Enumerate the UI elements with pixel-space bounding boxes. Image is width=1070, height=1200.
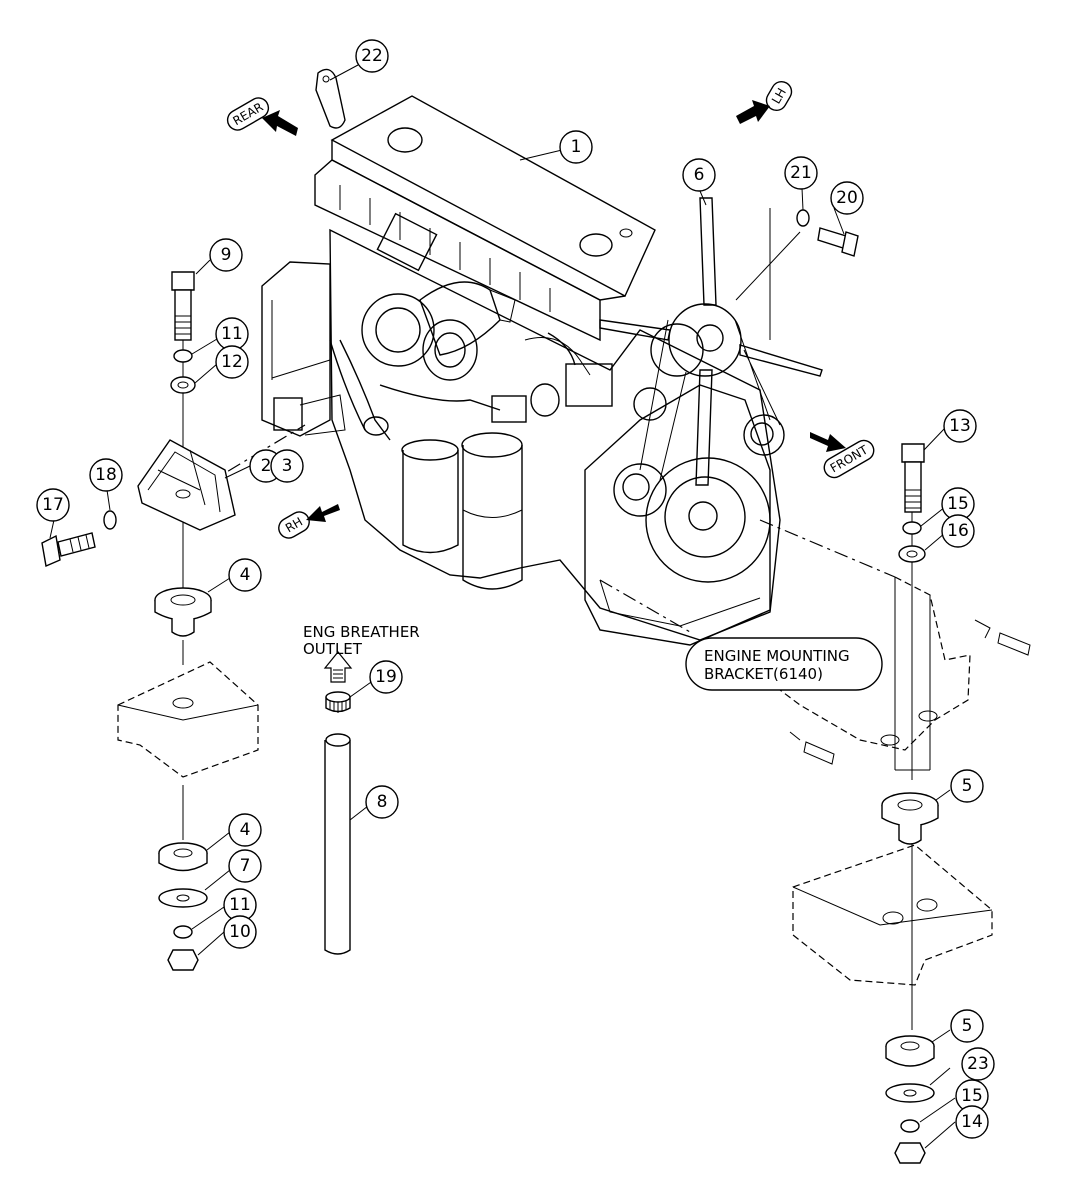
callout-15-lower: 15 xyxy=(955,1079,989,1113)
callout-8: 8 xyxy=(365,785,399,819)
callout-12: 12 xyxy=(215,345,249,379)
breather-label-line1: ENG BREATHER xyxy=(303,623,420,641)
svg-text:11: 11 xyxy=(229,895,251,915)
arrow-lh-icon xyxy=(736,100,770,124)
svg-text:3: 3 xyxy=(282,456,293,476)
svg-text:16: 16 xyxy=(947,521,969,541)
svg-text:REAR: REAR xyxy=(230,100,265,128)
bracket-leader-line-2 xyxy=(599,579,691,633)
left-mount-stack xyxy=(41,271,236,971)
svg-text:4: 4 xyxy=(240,565,251,585)
svg-text:20: 20 xyxy=(836,188,858,208)
direction-lh: LH xyxy=(736,80,793,124)
svg-text:5: 5 xyxy=(962,776,973,796)
callout-21: 21 xyxy=(784,156,818,190)
bracket-label-line2: BRACKET(6140) xyxy=(704,665,823,683)
left-mount-pad-outline xyxy=(117,661,259,778)
svg-text:7: 7 xyxy=(240,856,251,876)
callout-19: 19 xyxy=(369,660,403,694)
svg-text:21: 21 xyxy=(790,163,812,183)
callout-7: 7 xyxy=(228,849,262,883)
arrow-rear-icon xyxy=(262,110,298,136)
svg-text:4: 4 xyxy=(240,820,251,840)
callout-22: 22 xyxy=(355,39,389,73)
bracket-leader-line xyxy=(759,519,896,578)
breather-label: ENG BREATHER OUTLET xyxy=(303,623,420,658)
breather-assembly xyxy=(323,651,353,955)
callout-3: 3 xyxy=(270,449,304,483)
callouts: 22 1 6 21 20 9 11 12 2 3 18 17 4 13 15 1… xyxy=(36,39,995,1139)
svg-text:6: 6 xyxy=(694,165,705,185)
callout-5-upper: 5 xyxy=(950,769,984,803)
callout-23: 23 xyxy=(961,1047,995,1081)
arrow-rh-icon xyxy=(306,504,340,522)
svg-text:1: 1 xyxy=(571,137,582,157)
callout-20: 20 xyxy=(830,181,864,215)
bracket-label: ENGINE MOUNTING BRACKET(6140) xyxy=(685,637,883,691)
callout-14: 14 xyxy=(955,1105,989,1139)
breather-label-line2: OUTLET xyxy=(303,640,363,658)
bracket-label-line1: ENGINE MOUNTING xyxy=(704,647,850,665)
svg-text:5: 5 xyxy=(962,1016,973,1036)
leader-lines xyxy=(49,64,956,1149)
direction-rear: REAR xyxy=(226,97,298,136)
svg-text:22: 22 xyxy=(361,46,383,66)
direction-front: FRONT xyxy=(810,432,875,479)
svg-text:15: 15 xyxy=(961,1086,983,1106)
svg-text:23: 23 xyxy=(967,1054,989,1074)
right-mount-stack xyxy=(881,443,939,1164)
small-top-parts xyxy=(315,68,859,257)
svg-text:2: 2 xyxy=(261,456,272,476)
callout-18: 18 xyxy=(89,458,123,492)
svg-text:14: 14 xyxy=(961,1112,983,1132)
breather-outlet-arrow xyxy=(323,651,353,683)
svg-text:11: 11 xyxy=(221,324,243,344)
svg-text:LH: LH xyxy=(769,86,789,107)
direction-rh: RH xyxy=(278,504,340,539)
svg-text:10: 10 xyxy=(229,922,251,942)
svg-text:13: 13 xyxy=(949,416,971,436)
callout-11-upper: 11 xyxy=(215,317,249,351)
callout-4-lower: 4 xyxy=(228,813,262,847)
svg-text:9: 9 xyxy=(221,245,232,265)
right-mount-pad-outline xyxy=(792,844,993,986)
callout-1: 1 xyxy=(559,130,593,164)
callout-10: 10 xyxy=(223,915,257,949)
callout-13: 13 xyxy=(943,409,977,443)
callout-5-lower: 5 xyxy=(950,1009,984,1043)
callout-11-lower: 11 xyxy=(223,888,257,922)
engine-assembly xyxy=(261,95,823,646)
svg-text:18: 18 xyxy=(95,465,117,485)
callout-9: 9 xyxy=(209,238,243,272)
svg-text:8: 8 xyxy=(377,792,388,812)
callout-16: 16 xyxy=(941,514,975,548)
svg-text:15: 15 xyxy=(947,494,969,514)
callout-4-upper: 4 xyxy=(228,558,262,592)
arrow-front-icon xyxy=(810,432,846,452)
callout-6: 6 xyxy=(682,158,716,192)
svg-text:19: 19 xyxy=(375,667,397,687)
callout-17: 17 xyxy=(36,488,70,522)
svg-text:17: 17 xyxy=(42,495,64,515)
svg-text:12: 12 xyxy=(221,352,243,372)
